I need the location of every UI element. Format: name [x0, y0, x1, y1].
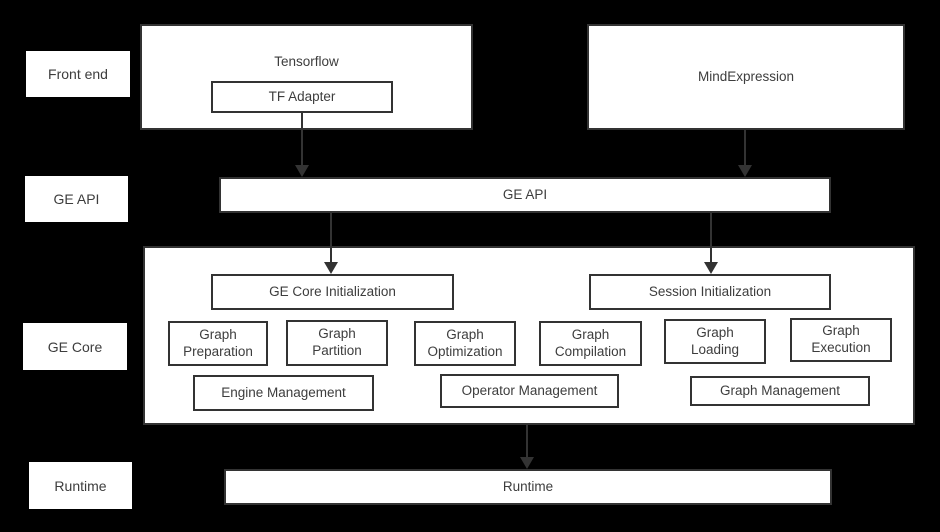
runtime-bar-label: Runtime [502, 478, 554, 494]
engine-management-label: Engine Management [221, 384, 346, 400]
graph-execution-box: Graph Execution [790, 318, 892, 362]
graph-preparation-label: Graph Preparation [183, 326, 253, 359]
graph-optimization-label: Graph Optimization [427, 326, 503, 359]
graph-optimization-box: Graph Optimization [414, 321, 516, 366]
graph-execution-label: Graph Execution [811, 323, 871, 355]
arrow-shaft [330, 213, 332, 265]
graph-partition-label: Graph Partition [312, 326, 362, 358]
session-initialization-label: Session Initialization [648, 283, 772, 299]
operator-management-label: Operator Management [461, 382, 598, 398]
arrow-shaft [710, 213, 712, 265]
tf-adapter-box: TF Adapter [211, 81, 393, 113]
row-label-runtime: Runtime [29, 462, 132, 509]
ge-core-initialization-label: GE Core Initialization [269, 283, 396, 299]
ge-core-initialization-box: GE Core Initialization [211, 274, 454, 310]
arrow-head-icon [324, 262, 338, 274]
row-label-ge-api: GE API [25, 176, 128, 222]
row-label-ge-core: GE Core [23, 323, 127, 370]
ge-api-bar: GE API [219, 177, 831, 213]
graph-loading-label: Graph Loading [690, 324, 740, 357]
mindexpression-box: MindExpression [587, 24, 905, 130]
mindexpression-label: MindExpression [697, 68, 795, 84]
operator-management-box: Operator Management [440, 374, 619, 408]
graph-compilation-box: Graph Compilation [539, 321, 642, 366]
engine-management-box: Engine Management [193, 375, 374, 411]
arrow-shaft [301, 113, 303, 168]
arrow-head-icon [295, 165, 309, 177]
arrow-head-icon [704, 262, 718, 274]
arrow-tf-adapter-to-ge-api [294, 113, 310, 177]
arrow-ge-core-to-runtime [519, 425, 535, 469]
graph-management-box: Graph Management [690, 376, 870, 406]
tf-adapter-label: TF Adapter [268, 88, 336, 104]
graph-partition-box: Graph Partition [286, 320, 388, 366]
session-initialization-box: Session Initialization [589, 274, 831, 310]
arrow-shaft [526, 425, 528, 460]
graph-management-label: Graph Management [719, 382, 841, 398]
graph-loading-box: Graph Loading [664, 319, 766, 364]
ge-api-bar-label: GE API [502, 186, 548, 202]
arrow-ge-api-to-session-initialization [703, 213, 719, 274]
arrow-mindexpression-to-ge-api [737, 130, 753, 177]
arrow-head-icon [738, 165, 752, 177]
runtime-bar: Runtime [224, 469, 832, 505]
row-label-front-end: Front end [26, 51, 130, 97]
arrow-shaft [744, 130, 746, 168]
graph-preparation-box: Graph Preparation [168, 321, 268, 366]
tensorflow-label: Tensorflow [274, 54, 339, 69]
arrow-ge-api-to-ge-core-initialization [323, 213, 339, 274]
arrow-head-icon [520, 457, 534, 469]
graph-compilation-label: Graph Compilation [554, 326, 627, 359]
